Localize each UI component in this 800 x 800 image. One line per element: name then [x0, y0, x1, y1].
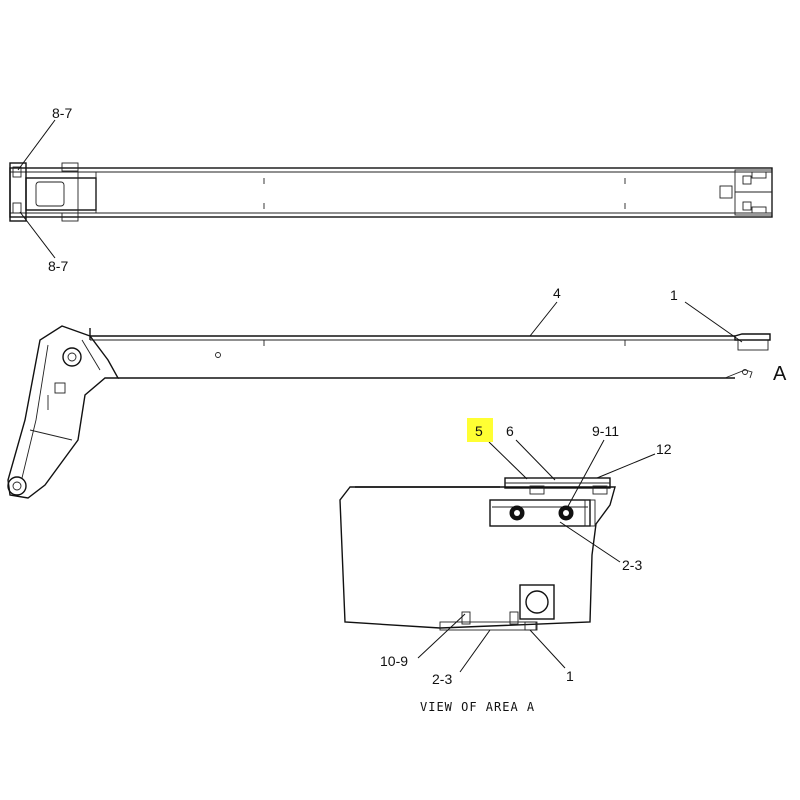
label-12: 12: [656, 441, 672, 457]
label-5: 5: [475, 423, 483, 439]
side-view-boom: [7, 325, 771, 499]
top-view-boom: [9, 162, 773, 222]
label-1-detail: 1: [566, 668, 574, 684]
leader-10-9: [417, 613, 466, 659]
view-marker-A: A: [773, 363, 787, 385]
leader-12: [596, 453, 656, 479]
label-4: 4: [553, 285, 561, 301]
label-6: 6: [506, 423, 514, 439]
leader-9-11: [565, 439, 605, 511]
view-caption: VIEW OF AREA A: [420, 700, 535, 714]
label-8-7-upper: 8-7: [52, 105, 72, 121]
leader-2-3-bottom: [459, 629, 491, 673]
leader-8-7-lower: [19, 211, 56, 259]
leader-5: [488, 441, 528, 480]
label-8-7-lower: 8-7: [48, 258, 68, 274]
leader-8-7-upper: [17, 119, 56, 171]
label-2-3-right: 2-3: [622, 557, 642, 573]
leader-6: [515, 439, 556, 481]
leader-2-3-right: [559, 521, 621, 563]
label-2-3-bottom: 2-3: [432, 671, 452, 687]
leader-4: [529, 301, 558, 337]
leader-1-detail: [529, 629, 566, 669]
detail-view-area-a: [339, 477, 616, 631]
leader-1-side: [684, 301, 743, 343]
label-9-11: 9-11: [592, 423, 619, 439]
label-1-side: 1: [670, 287, 678, 303]
label-10-9: 10-9: [380, 653, 408, 669]
highlight-5: [467, 418, 493, 442]
